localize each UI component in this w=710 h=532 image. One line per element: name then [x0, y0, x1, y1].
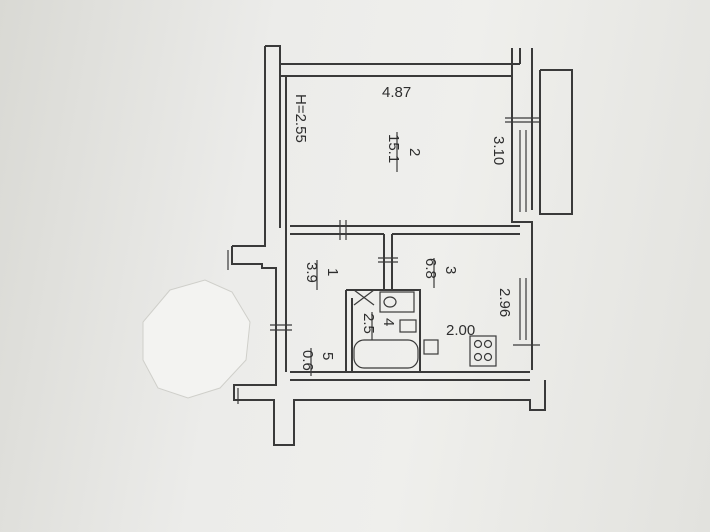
room-label-dividers	[310, 132, 435, 376]
room2-area: 15.1	[385, 134, 402, 163]
paper-stain	[142, 279, 251, 399]
room3-area: 6.8	[422, 258, 439, 279]
room5-number: 5	[319, 352, 336, 360]
toilet	[379, 291, 415, 313]
room3-number: 3	[442, 266, 459, 274]
room5-area: 0.6	[299, 350, 316, 371]
room4-area: 2.5	[360, 313, 377, 334]
room4-number: 4	[380, 318, 397, 326]
stove	[469, 335, 497, 367]
ceiling-height-label: H=2.55	[292, 94, 309, 143]
kitchen-width-label: 2.00	[446, 322, 475, 339]
walls	[231, 45, 573, 446]
room1-area: 3.9	[303, 262, 320, 283]
room2-number: 2	[406, 148, 423, 156]
bathtub	[353, 339, 419, 369]
room2-width-label: 3.10	[490, 136, 507, 165]
windows	[505, 117, 540, 346]
sink	[399, 319, 439, 355]
doors	[227, 220, 398, 404]
room1-number: 1	[324, 268, 341, 276]
room2-length-label: 4.87	[382, 84, 411, 101]
kitchen-length-label: 2.96	[496, 288, 513, 317]
